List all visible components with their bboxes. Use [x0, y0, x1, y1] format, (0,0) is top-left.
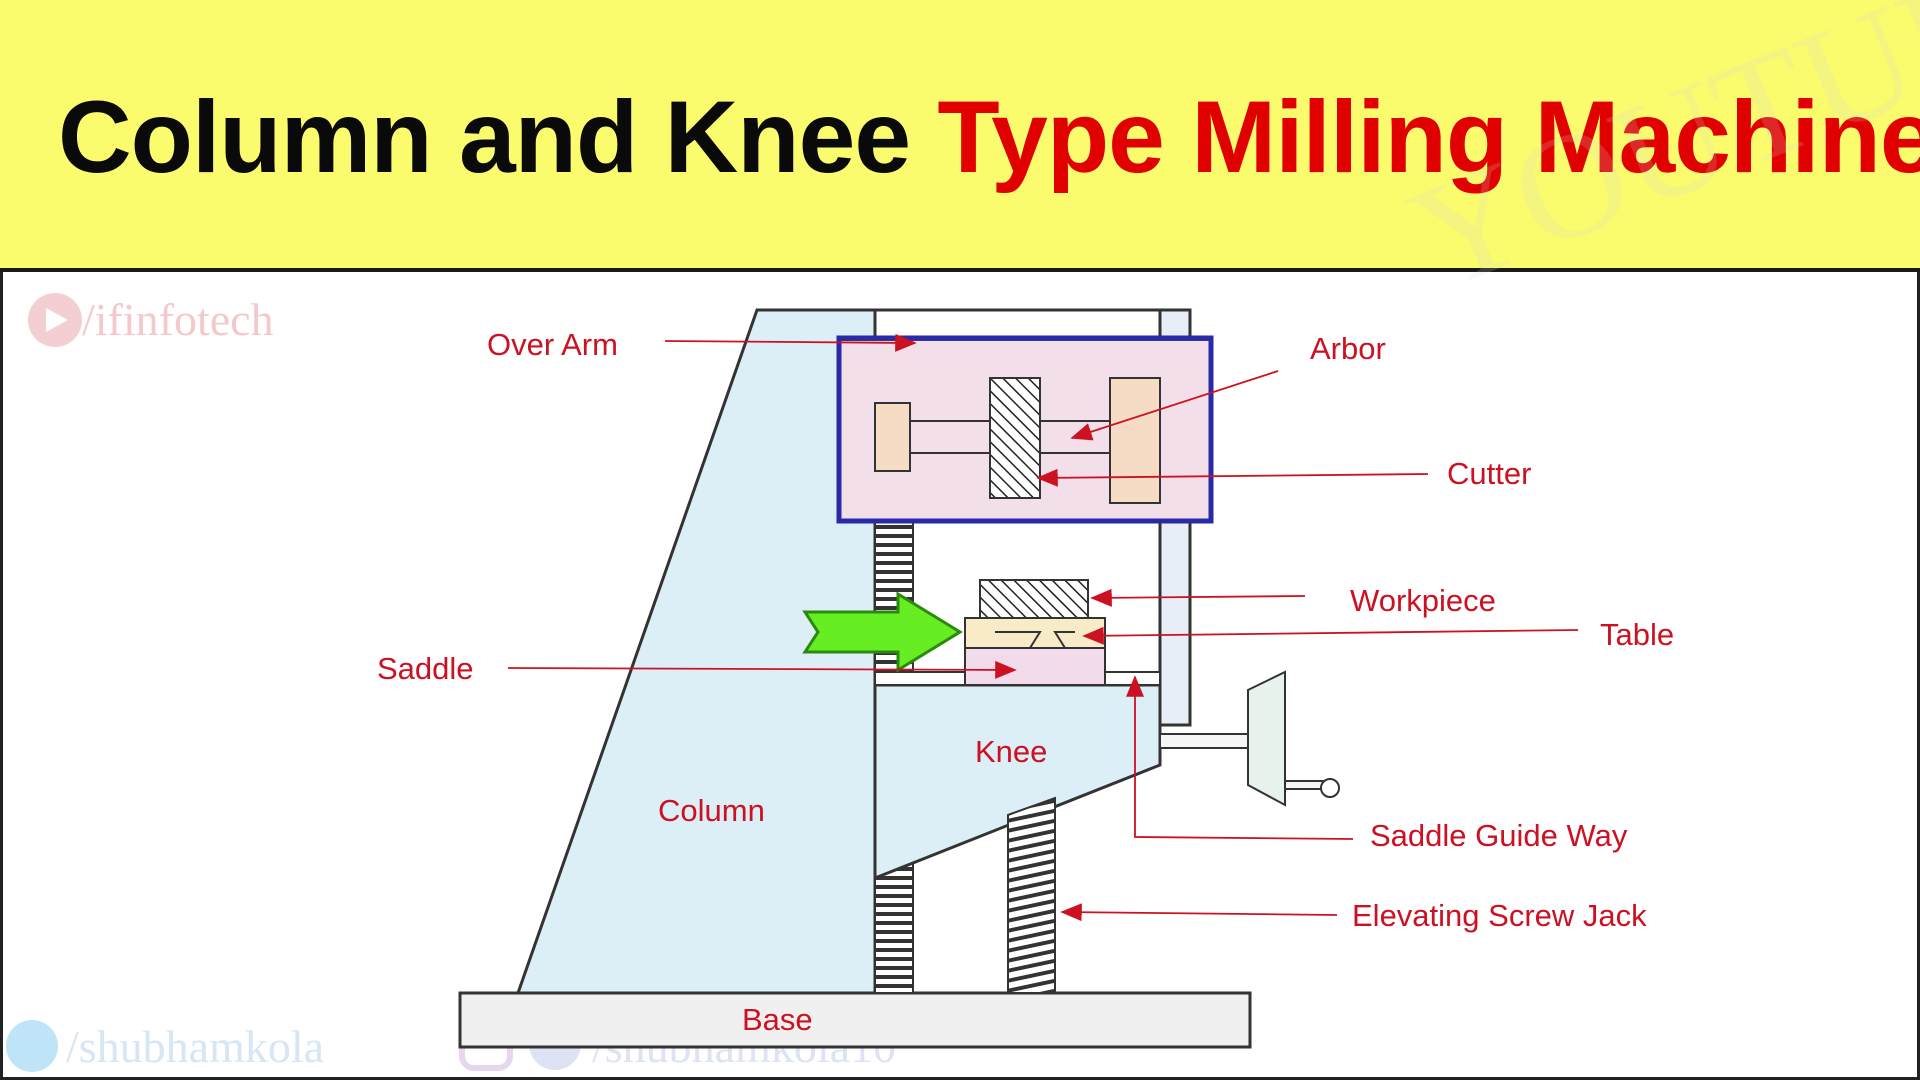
leader-saddle [507, 660, 1017, 679]
arbor-highlight-box [836, 335, 1214, 524]
title-part-black: Column and Knee [58, 80, 911, 194]
label-base: Base [742, 1002, 813, 1037]
leader-saddle-guide-way [1126, 675, 1354, 840]
leader-over-arm [664, 333, 917, 352]
arbor-assembly [836, 335, 1214, 524]
leader-arbor [1070, 370, 1279, 441]
label-workpiece: Workpiece [1350, 583, 1496, 618]
leader-elevating-screw [1060, 903, 1338, 922]
twitter-watermark: /shubhamkola [6, 1020, 324, 1072]
arbor-right-collar [1109, 377, 1161, 504]
leader-lines [507, 333, 1579, 922]
diagonal-watermark: YOUTUBE.COM/IFINFOTECH [1389, 0, 1920, 323]
label-saddle-guide-way: Saddle Guide Way [1370, 818, 1628, 853]
label-saddle: Saddle [377, 651, 474, 686]
label-knee: Knee [975, 734, 1047, 769]
youtube-watermark: /ifinfotech [28, 293, 274, 347]
label-arbor: Arbor [1310, 331, 1386, 366]
workpiece [979, 579, 1089, 619]
twitter-handle: /shubhamkola [66, 1021, 324, 1072]
leader-cutter [1036, 468, 1429, 487]
machine-saddle [964, 644, 1106, 686]
label-table: Table [1600, 617, 1674, 652]
elevating-screw [1007, 796, 1056, 994]
arbor-left-collar [874, 402, 911, 472]
milling-cutter [989, 377, 1041, 499]
title-part-red: Type Milling Machine [937, 80, 1920, 194]
label-elevating-screw-jack: Elevating Screw Jack [1352, 898, 1647, 933]
diagram-frame [0, 272, 1920, 1080]
label-over-arm: Over Arm [487, 327, 618, 362]
leader-table [1082, 626, 1579, 645]
youtube-handle: /ifinfotech [82, 294, 274, 345]
twitter-icon [6, 1020, 58, 1072]
page-title: Column and Knee Type Milling Machine [58, 76, 1920, 198]
label-column: Column [658, 793, 765, 828]
title-banner: Column and Knee Type Milling Machine [0, 0, 1920, 272]
crank-handle [1159, 670, 1340, 807]
leader-workpiece [1090, 588, 1306, 607]
handwheel [1247, 670, 1286, 807]
machine-base [458, 991, 1252, 1049]
crank-knob [1320, 778, 1340, 798]
label-cutter: Cutter [1447, 456, 1531, 491]
